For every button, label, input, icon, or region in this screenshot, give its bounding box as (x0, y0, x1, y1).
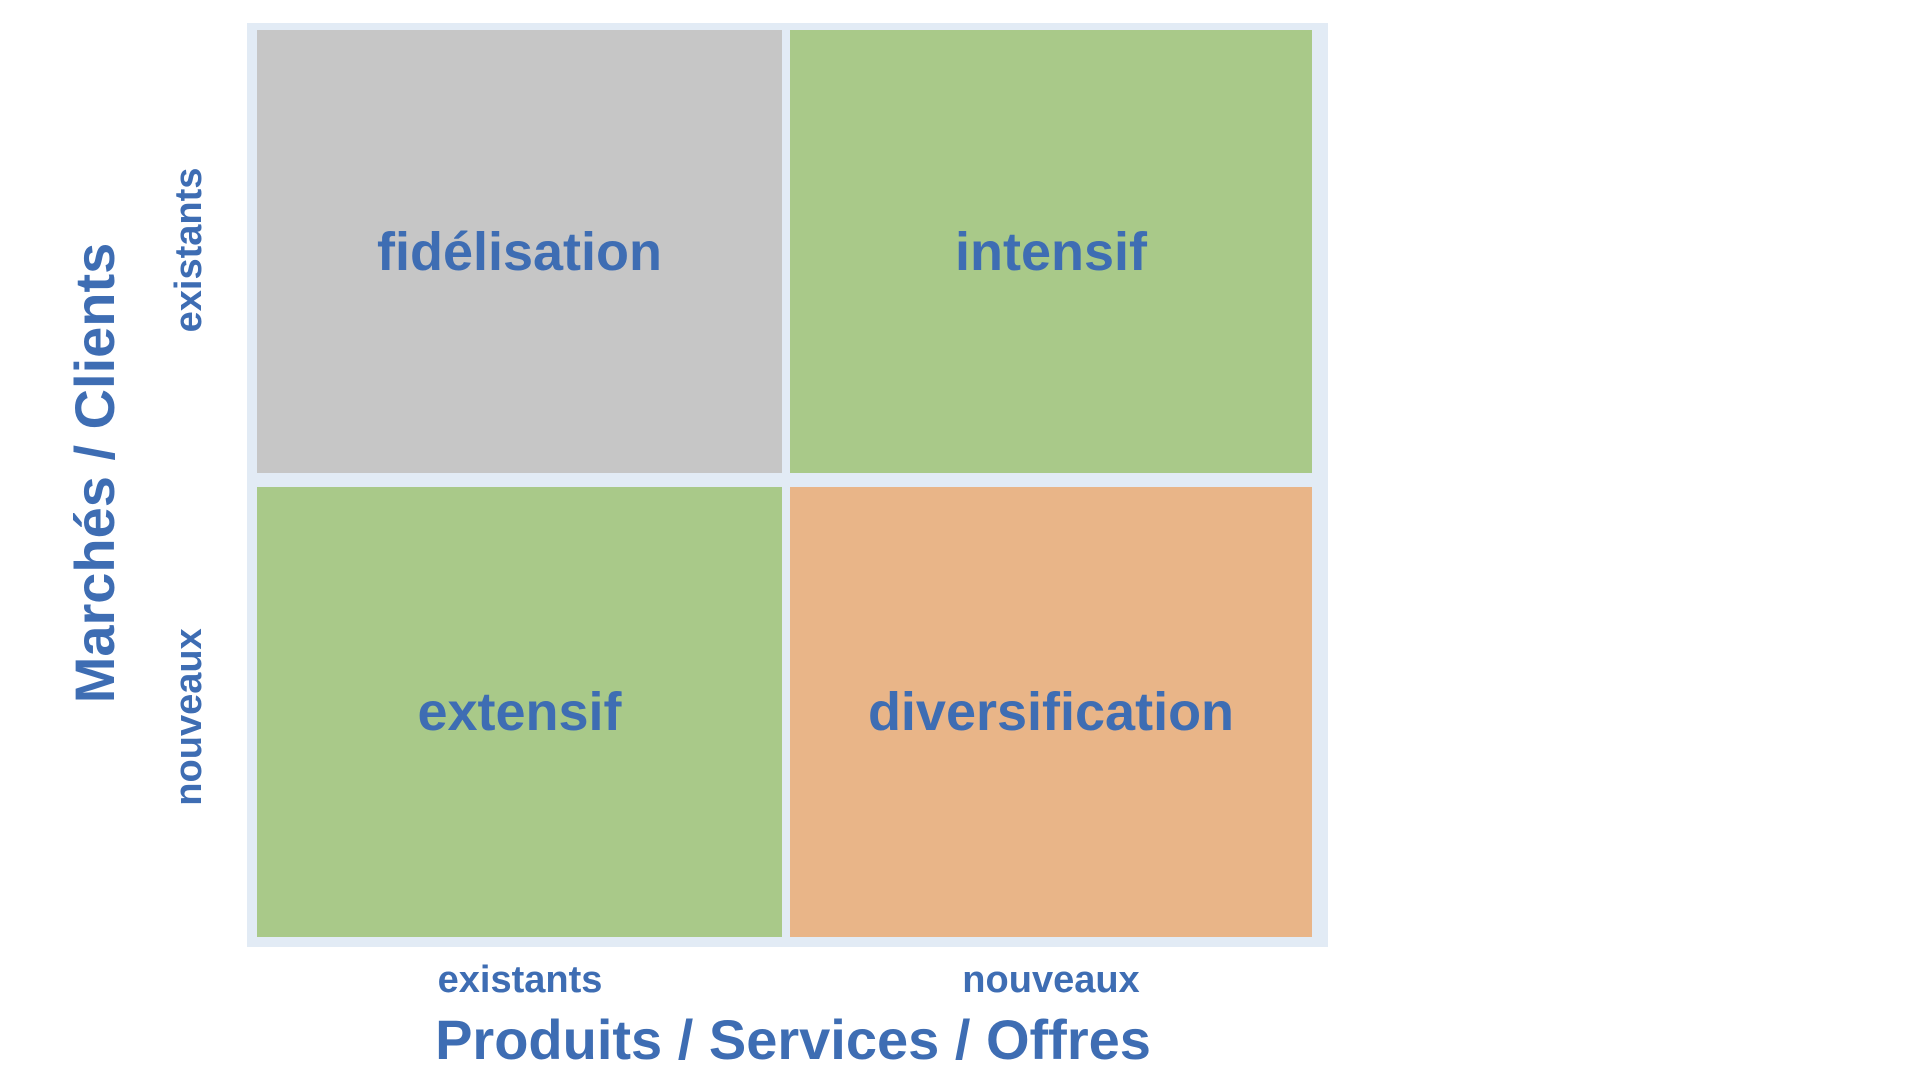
quadrant-diversification: diversification (790, 487, 1312, 937)
x-axis-title: Produits / Services / Offres (435, 1008, 1151, 1071)
quadrant-extensif: extensif (257, 487, 782, 937)
x-axis-col-label-nouveaux: nouveaux (962, 959, 1140, 1001)
quadrant-diversification-label: diversification (867, 682, 1235, 742)
y-axis-row-label-nouveaux: nouveaux (168, 628, 210, 806)
matrix-frame: fidélisation intensif extensif diversifi… (247, 23, 1328, 947)
y-axis-row-label-existants: existants (168, 167, 210, 333)
x-axis-col-label-existants: existants (437, 959, 603, 1001)
quadrant-fidelisation: fidélisation (257, 30, 782, 473)
quadrant-intensif: intensif (790, 30, 1312, 473)
quadrant-fidelisation-label: fidélisation (376, 221, 663, 282)
quadrant-intensif-label: intensif (954, 221, 1147, 282)
quadrant-extensif-label: extensif (417, 682, 622, 742)
y-axis-title: Marchés / Clients (63, 242, 126, 704)
